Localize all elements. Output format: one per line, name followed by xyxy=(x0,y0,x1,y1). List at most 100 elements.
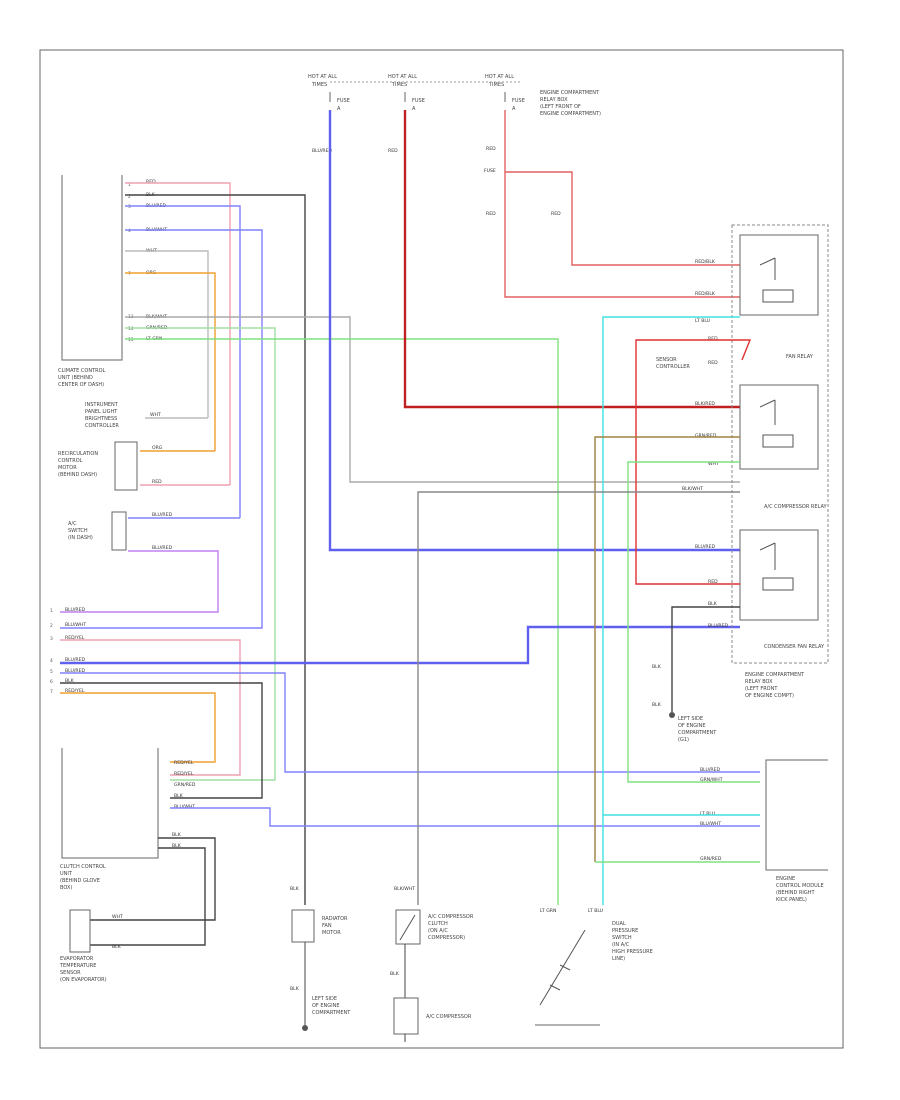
svg-text:MOTOR: MOTOR xyxy=(58,465,77,471)
bus-label-6: BLK xyxy=(65,678,75,684)
wire-blu-fuse1 xyxy=(328,110,740,552)
dimmer-wire-label: WHT xyxy=(150,412,161,418)
comp-module: CLUTCH CONTROL UNIT (BEHIND GLOVE BOX) xyxy=(60,748,159,891)
svg-text:FUSE: FUSE xyxy=(412,98,425,104)
svg-text:OF ENGINE COMPT): OF ENGINE COMPT) xyxy=(745,693,794,699)
ps-wire-label-1: LT GRN xyxy=(540,908,556,914)
svg-text:FUSE: FUSE xyxy=(512,98,525,104)
label-red-b: RED xyxy=(551,211,561,217)
svg-text:(LEFT FRONT OF: (LEFT FRONT OF xyxy=(540,104,581,110)
cc-wire-label-5: BLU/WHT xyxy=(174,804,195,810)
svg-text:COMPARTMENT: COMPARTMENT xyxy=(312,1010,351,1016)
bus-label-2: BLU/WHT xyxy=(65,622,86,628)
svg-text:(LEFT FRONT: (LEFT FRONT xyxy=(745,686,778,692)
svg-text:RADIATOR: RADIATOR xyxy=(322,916,348,922)
dimmer-note: INSTRUMENT PANEL LIGHT BRIGHTNESS CONTRO… xyxy=(85,402,119,429)
wire-blu-main xyxy=(60,625,740,665)
svg-text:7: 7 xyxy=(50,689,53,695)
cc-wire-label-4: BLK xyxy=(174,793,184,799)
svg-text:RELAY BOX: RELAY BOX xyxy=(745,679,773,685)
clutch-wire-label-2: BLK xyxy=(390,971,400,977)
svg-text:HIGH PRESSURE: HIGH PRESSURE xyxy=(612,949,653,955)
acswitch-wire-label-1: BLU/RED xyxy=(152,512,172,518)
label-fuse2-wire: RED xyxy=(388,148,398,154)
svg-text:BLK: BLK xyxy=(652,664,662,670)
ecm: ENGINE CONTROL MODULE (BEHIND RIGHT KICK… xyxy=(765,759,828,903)
svg-text:SENSOR: SENSOR xyxy=(60,970,81,976)
fuse-hot-1: HOT AT ALL TIMES FUSE A xyxy=(308,74,350,112)
svg-text:CLUTCH CONTROL: CLUTCH CONTROL xyxy=(60,864,106,870)
svg-text:A/C COMPRESSOR: A/C COMPRESSOR xyxy=(426,1014,472,1020)
svg-text:TIMES: TIMES xyxy=(311,82,327,88)
svg-text:DUAL: DUAL xyxy=(612,921,626,927)
svg-text:A/C COMPRESSOR RELAY: A/C COMPRESSOR RELAY xyxy=(764,504,827,510)
svg-text:UNIT (BEHIND: UNIT (BEHIND xyxy=(58,375,93,381)
relay-symbol-1 xyxy=(759,257,794,303)
svg-text:UNIT: UNIT xyxy=(60,871,73,877)
compressor: A/C COMPRESSOR xyxy=(393,997,472,1042)
svg-text:INSTRUMENT: INSTRUMENT xyxy=(85,402,119,408)
relay-wire-label-2: RED/BLK xyxy=(695,291,716,297)
recirc-wire-label-2: RED xyxy=(152,479,162,485)
svg-text:LEFT SIDE: LEFT SIDE xyxy=(312,996,337,1002)
wire-blkwht-cm7 xyxy=(125,316,740,483)
svg-text:(BEHIND GLOVE: (BEHIND GLOVE xyxy=(60,878,100,884)
wire-grnred-cm8 xyxy=(125,327,276,781)
svg-text:4: 4 xyxy=(128,228,131,234)
ac-switch[interactable]: A/C SWITCH (IN DASH) xyxy=(68,511,127,551)
wire-wht-relay xyxy=(627,461,760,783)
svg-text:BLK: BLK xyxy=(652,702,662,708)
bus-label-4: BLU/RED xyxy=(65,657,85,663)
svg-text:HOT AT ALL: HOT AT ALL xyxy=(388,74,417,80)
wire-blk-thermo xyxy=(90,837,216,921)
svg-text:TEMPERATURE: TEMPERATURE xyxy=(59,963,96,969)
acswitch-wire-label-2: BLU/RED xyxy=(152,545,172,551)
svg-text:SENSOR: SENSOR xyxy=(656,357,677,363)
relay-wire-label-5: RED xyxy=(708,360,718,366)
wire-wht-cm5 xyxy=(125,250,209,418)
relay-wire-label-7: GRN/RED xyxy=(695,433,717,439)
cc-wire-label-1: RED/YEL xyxy=(174,760,194,766)
svg-text:ENGINE COMPARTMENT: ENGINE COMPARTMENT xyxy=(745,672,805,678)
wire-red-fuse3b xyxy=(505,171,740,266)
pressure-switch: DUAL PRESSURE SWITCH (IN A/C HIGH PRESSU… xyxy=(535,921,653,1026)
svg-text:PRESSURE: PRESSURE xyxy=(612,928,638,934)
svg-text:SWITCH: SWITCH xyxy=(68,528,88,534)
fuse-hot-2: HOT AT ALL TIMES FUSE A xyxy=(388,74,425,112)
svg-text:CLIMATE CONTROL: CLIMATE CONTROL xyxy=(58,368,106,374)
svg-text:A/C COMPRESSOR: A/C COMPRESSOR xyxy=(428,914,474,920)
recirc-wire-label-1: ORG xyxy=(152,445,163,451)
svg-text:CONTROLLER: CONTROLLER xyxy=(656,364,690,370)
label-red-a: RED xyxy=(486,211,496,217)
relay-wire-label-1: RED/BLK xyxy=(695,259,716,265)
thermo-wire-label-1: WHT xyxy=(112,914,123,920)
cc-wire-label-7: BLK xyxy=(172,843,182,849)
svg-text:TIMES: TIMES xyxy=(391,82,407,88)
svg-text:COMPARTMENT: COMPARTMENT xyxy=(678,730,717,736)
svg-text:COMPRESSOR): COMPRESSOR) xyxy=(428,935,465,941)
svg-text:(BEHIND RIGHT: (BEHIND RIGHT xyxy=(776,890,816,896)
svg-text:1: 1 xyxy=(128,182,131,188)
svg-text:(ON A/C: (ON A/C xyxy=(428,928,448,934)
wire-blk-bus xyxy=(60,682,263,799)
svg-text:CONTROL MODULE: CONTROL MODULE xyxy=(776,883,824,889)
wire-ltblu-relay xyxy=(602,316,740,905)
svg-text:3: 3 xyxy=(50,636,53,642)
svg-text:4: 4 xyxy=(50,658,53,664)
fan-motor: RADIATOR FAN MOTOR xyxy=(291,909,348,1031)
wire-blkwht-relay xyxy=(417,491,740,905)
svg-text:2: 2 xyxy=(128,194,131,200)
wire-ltgrn-cm9 xyxy=(125,338,559,905)
wire-bluwht-cm4 xyxy=(60,229,263,629)
relay-wire-label-12: BLK xyxy=(708,601,718,607)
label-fuse1-wire: BLU/RED xyxy=(312,148,332,154)
relay-wire-label-8: WHT xyxy=(708,461,719,467)
cc-wire-label-3: GRN/RED xyxy=(174,782,196,788)
relay-wire-label-13: BLU/RED xyxy=(708,623,728,629)
wire-blk-cm2 xyxy=(125,194,306,905)
svg-text:OF ENGINE: OF ENGINE xyxy=(678,723,706,729)
wire-blured-cm3 xyxy=(125,205,241,518)
svg-text:MOTOR: MOTOR xyxy=(322,930,341,936)
svg-text:TIMES: TIMES xyxy=(488,82,504,88)
fan-wire-label-1: BLK xyxy=(290,886,300,892)
